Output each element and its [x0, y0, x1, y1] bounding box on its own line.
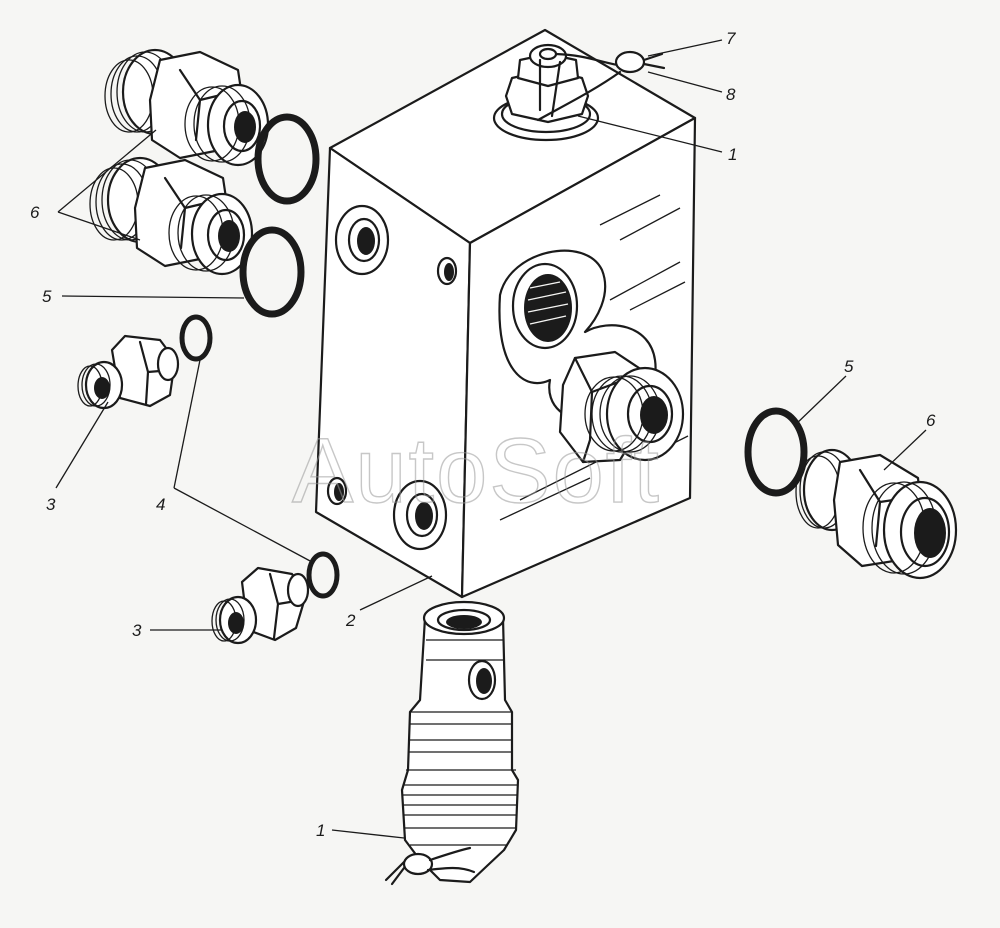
callout-5-right: 5: [844, 357, 854, 376]
leader-1-bottom: [331, 829, 405, 839]
o-ring-5-lower: [239, 226, 305, 318]
left-face-lower-port: [392, 479, 448, 551]
leader-5-left: [61, 295, 245, 299]
fitting-6-right: [795, 448, 958, 580]
seal-wire-bottom: [384, 846, 476, 886]
leader-4-b: [173, 487, 313, 563]
left-face-upper-port: [334, 204, 390, 276]
valve-block: [314, 28, 697, 599]
callout-3-upper: 3: [46, 495, 56, 514]
o-ring-4-upper: [179, 314, 213, 362]
leader-1-top: [577, 115, 723, 153]
o-ring-4-lower: [306, 551, 340, 599]
callout-8: 8: [726, 85, 736, 104]
o-ring-5-upper: [254, 113, 320, 205]
left-face-small-hole-bottom: [326, 476, 348, 506]
seal-wire-top: [536, 50, 666, 122]
fitting-3-upper: [77, 334, 180, 410]
callout-4: 4: [156, 495, 165, 514]
leader-6-right: [883, 429, 927, 471]
callout-6-left: 6: [30, 203, 40, 222]
fitting-6-lower: [89, 156, 254, 276]
leader-2: [359, 575, 433, 611]
leader-6-left-a: [57, 129, 157, 213]
leader-3-upper: [55, 401, 109, 489]
leader-6-left-b: [57, 211, 141, 241]
callouts: 7 8 1 6 5 3 4 3 2 5 6 1: [30, 29, 936, 840]
leader-4-a: [173, 359, 201, 489]
cartridge-valve: [384, 600, 520, 886]
leader-lines: [55, 39, 927, 839]
leader-7: [647, 39, 723, 57]
callout-1-top: 1: [728, 145, 737, 164]
leader-8: [647, 71, 723, 93]
o-ring-5-right: [744, 407, 808, 497]
callout-7: 7: [726, 29, 736, 48]
callout-3-lower: 3: [132, 621, 142, 640]
lead-seal-bottom: [402, 852, 434, 876]
callout-5-left: 5: [42, 287, 52, 306]
callout-1-bottom: 1: [316, 821, 325, 840]
callout-2: 2: [345, 611, 356, 630]
lead-seal-top: [614, 50, 646, 74]
leader-5-right: [793, 375, 847, 427]
top-relief-valve: [492, 43, 600, 142]
fitting-3-lower: [211, 566, 310, 645]
installed-fitting: [558, 350, 685, 464]
left-face-small-hole-top: [436, 256, 458, 286]
callout-6-right: 6: [926, 411, 936, 430]
watermark-text: AutoSoft: [292, 420, 661, 522]
fitting-6-upper: [104, 48, 270, 167]
